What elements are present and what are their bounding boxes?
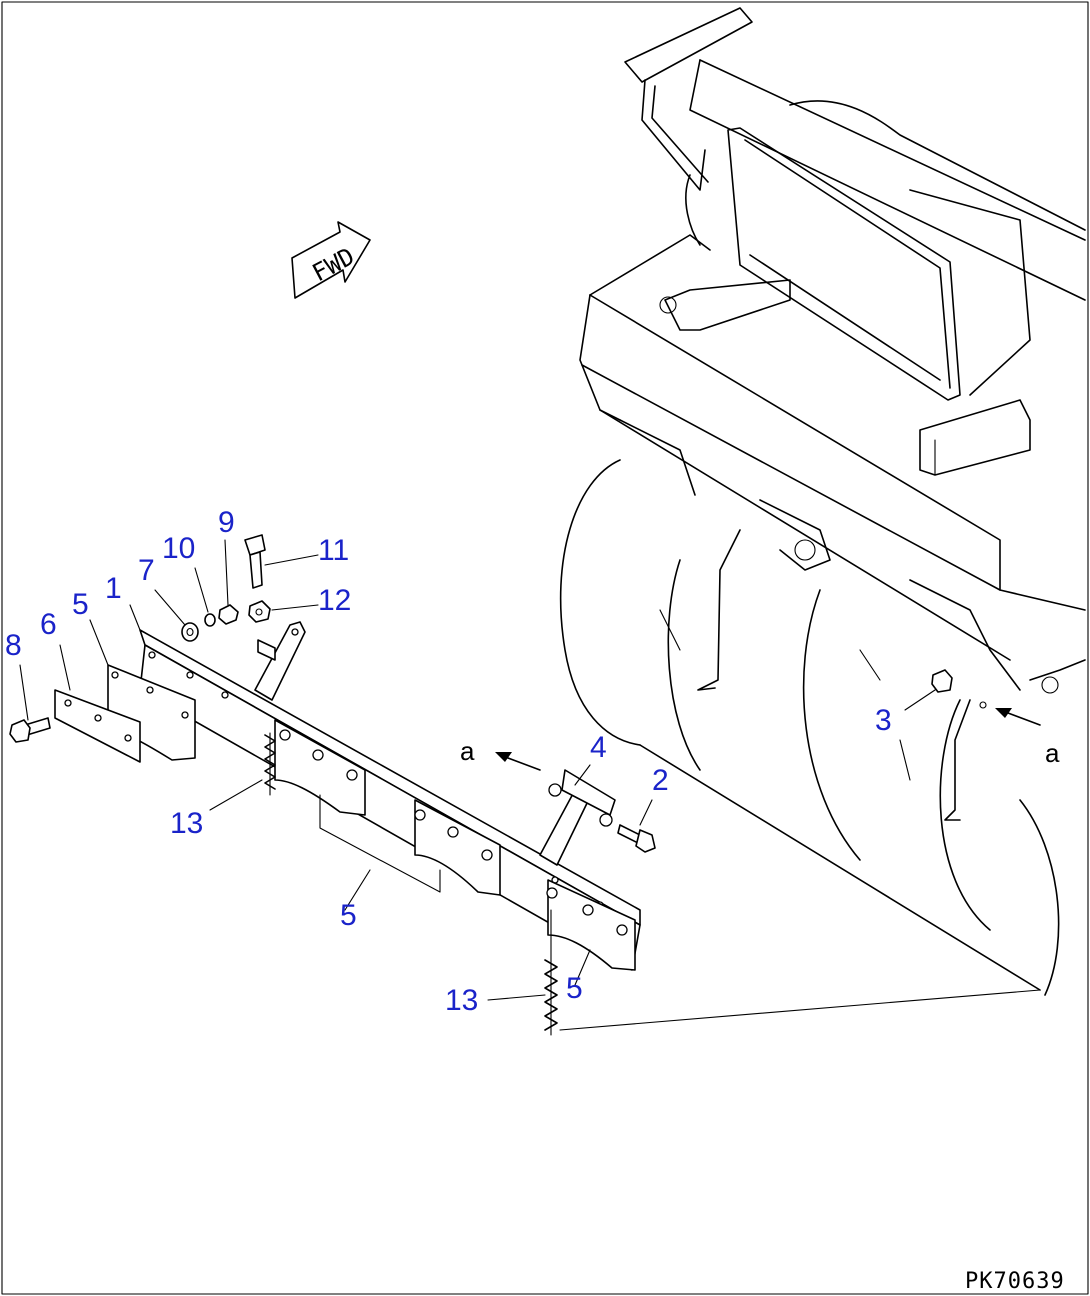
forward-label: FWD — [308, 242, 359, 287]
ref-arrow-left — [495, 752, 541, 771]
callout-11: 11 — [318, 534, 349, 567]
bolt-8 — [9, 717, 51, 743]
washer-7 — [181, 622, 199, 642]
mounting-bracket-left — [254, 621, 306, 701]
bolt-11 — [244, 534, 266, 589]
leader-lines — [19, 539, 936, 1001]
nut-12 — [248, 600, 271, 623]
callout-13-right: 13 — [445, 984, 478, 1017]
scraper-plate-mid2 — [414, 799, 501, 896]
spring-13-right — [544, 909, 1041, 1036]
callout-10: 10 — [162, 532, 195, 565]
drum-roller — [559, 459, 1060, 996]
callout-5-left: 5 — [72, 588, 89, 621]
callout-5-middle: 5 — [340, 899, 357, 932]
drawing-code: PK70639 — [965, 1269, 1065, 1294]
nut-9 — [218, 604, 239, 625]
mounting-bracket-4 — [539, 769, 616, 866]
washer-10 — [204, 613, 216, 627]
machine-body — [579, 7, 1086, 694]
ref-a-left: a — [460, 736, 475, 766]
callout-5-right: 5 — [566, 972, 583, 1005]
callout-2: 2 — [652, 764, 669, 797]
callout-6: 6 — [40, 608, 57, 641]
ref-arrow-right — [995, 708, 1041, 726]
callout-4: 4 — [590, 731, 607, 764]
backing-plate-6 — [54, 689, 141, 763]
callout-3: 3 — [875, 704, 892, 737]
bolt-3 — [931, 669, 987, 709]
scraper-plate-mid1 — [274, 719, 366, 816]
callout-7: 7 — [138, 554, 155, 587]
callout-8: 8 — [5, 629, 22, 662]
spring-13-left — [264, 732, 276, 796]
callout-13-left: 13 — [170, 807, 203, 840]
ref-a-right: a — [1045, 738, 1060, 768]
callout-1: 1 — [105, 572, 122, 605]
callout-9: 9 — [218, 506, 235, 539]
forward-direction-arrow: FWD — [291, 221, 371, 299]
callout-12: 12 — [318, 584, 351, 617]
bolt-2 — [617, 824, 656, 853]
